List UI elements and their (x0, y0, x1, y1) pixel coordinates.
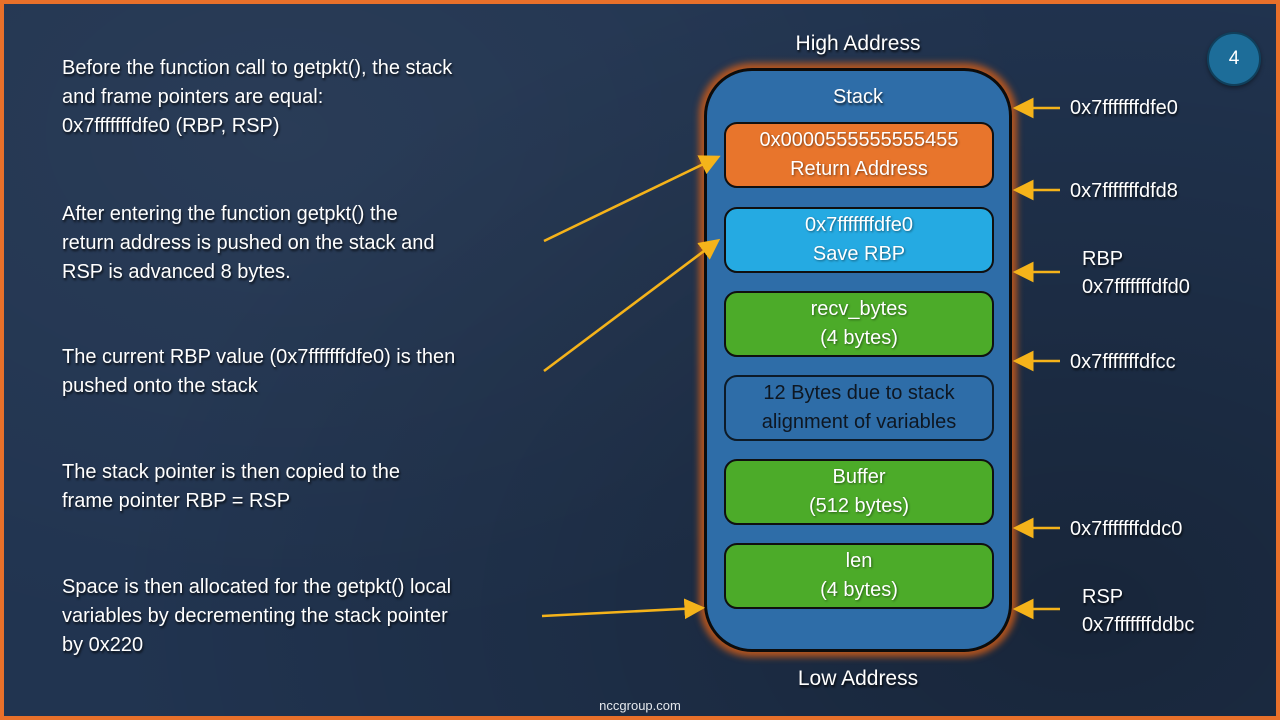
note-copy-rsp: The stack pointer is then copied to the … (62, 461, 400, 512)
addr-dfcc: 0x7fffffffdfcc (1070, 351, 1176, 373)
addr-rsp: RSP 0x7fffffffddbc (1082, 583, 1194, 639)
stack-box-alignment-note: 12 Bytes due to stack alignment of varia… (724, 375, 994, 441)
low-address-label: Low Address (797, 667, 919, 690)
return-address-value: 0x0000555555555455 (759, 129, 959, 151)
note-before-call: Before the function call to getpkt(), th… (62, 57, 453, 137)
recv-bytes-name: recv_bytes (810, 298, 908, 320)
rbp-address: 0x7fffffffdfd0 (1082, 276, 1190, 298)
alignment-note-line1: 12 Bytes due to stack (763, 382, 955, 404)
page-number: 4 (1228, 48, 1240, 69)
len-size: (4 bytes) (820, 579, 898, 601)
return-address-label: Return Address (790, 158, 928, 180)
note-return-address: After entering the function getpkt() the… (62, 203, 435, 283)
buffer-name: Buffer (832, 466, 886, 488)
high-address-label: High Address (795, 32, 921, 55)
rsp-address: 0x7fffffffddbc (1082, 614, 1195, 636)
recv-bytes-size: (4 bytes) (820, 327, 898, 349)
save-rbp-label: Save RBP (812, 243, 906, 265)
stack-box-len: len (4 bytes) (724, 543, 994, 609)
alignment-note-line2: alignment of variables (761, 411, 957, 433)
buffer-size: (512 bytes) (808, 495, 910, 517)
len-name: len (845, 550, 873, 572)
page-number-badge: 4 (1207, 32, 1261, 86)
addr-dfe0: 0x7fffffffdfe0 (1070, 97, 1178, 119)
arrow-note-to-return-address (543, 155, 721, 243)
stack-box-return-address: 0x0000555555555455 Return Address (724, 122, 994, 188)
stack-box-recv-bytes: recv_bytes (4 bytes) (724, 291, 994, 357)
note-alloc-locals: Space is then allocated for the getpkt()… (62, 576, 452, 656)
stack-box-save-rbp: 0x7fffffffdfe0 Save RBP (724, 207, 994, 273)
rbp-register-label: RBP (1082, 248, 1124, 270)
save-rbp-value: 0x7fffffffdfe0 (805, 214, 913, 236)
addr-rbp: RBP 0x7fffffffdfd0 (1082, 245, 1190, 301)
footer-url: nccgroup.com (599, 698, 681, 713)
stack-container: Stack 0x0000555555555455 Return Address … (704, 68, 1012, 652)
rsp-register-label: RSP (1082, 586, 1124, 608)
note-push-rbp: The current RBP value (0x7fffffffdfe0) i… (62, 346, 456, 397)
addr-dfd8: 0x7fffffffdfd8 (1070, 180, 1178, 202)
addr-ddc0: 0x7fffffffddc0 (1070, 518, 1183, 540)
stack-box-buffer: Buffer (512 bytes) (724, 459, 994, 525)
stack-title: Stack (832, 86, 884, 108)
